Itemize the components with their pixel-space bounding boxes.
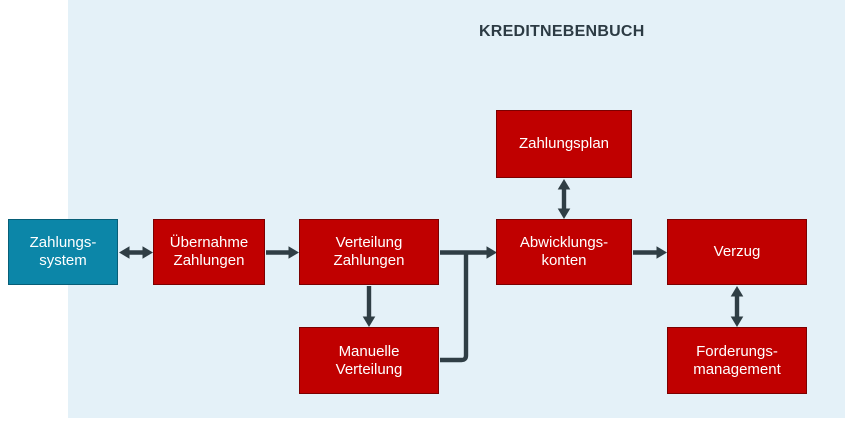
- node-verzug[interactable]: Verzug: [667, 219, 807, 285]
- node-zahlungsplan[interactable]: Zahlungsplan: [496, 110, 632, 178]
- node-zahlungssystem[interactable]: Zahlungs- system: [8, 219, 118, 285]
- connector-uebernahme-verteilung: [266, 246, 299, 259]
- node-manuelle-verteilung[interactable]: Manuelle Verteilung: [299, 327, 439, 394]
- node-forderungsmanagement[interactable]: Forderungs- management: [667, 327, 807, 394]
- connector-zahlungssystem-uebernahme: [119, 246, 153, 259]
- diagram-title: KREDITNEBENBUCH: [479, 23, 645, 40]
- node-uebernahme-zahlungen[interactable]: Übernahme Zahlungen: [153, 219, 265, 285]
- connector-manuelle-abwicklung: [440, 253, 469, 363]
- node-abwicklungskonten[interactable]: Abwicklungs- konten: [496, 219, 632, 285]
- connector-verteilung-abwicklung: [440, 246, 497, 259]
- connector-verteilung-manuelle: [362, 286, 376, 327]
- connector-verzug-forderung: [730, 286, 744, 327]
- node-verteilung-zahlungen[interactable]: Verteilung Zahlungen: [299, 219, 439, 285]
- connector-zahlungsplan-abwicklung: [557, 179, 571, 219]
- connector-abwicklung-verzug: [633, 246, 667, 259]
